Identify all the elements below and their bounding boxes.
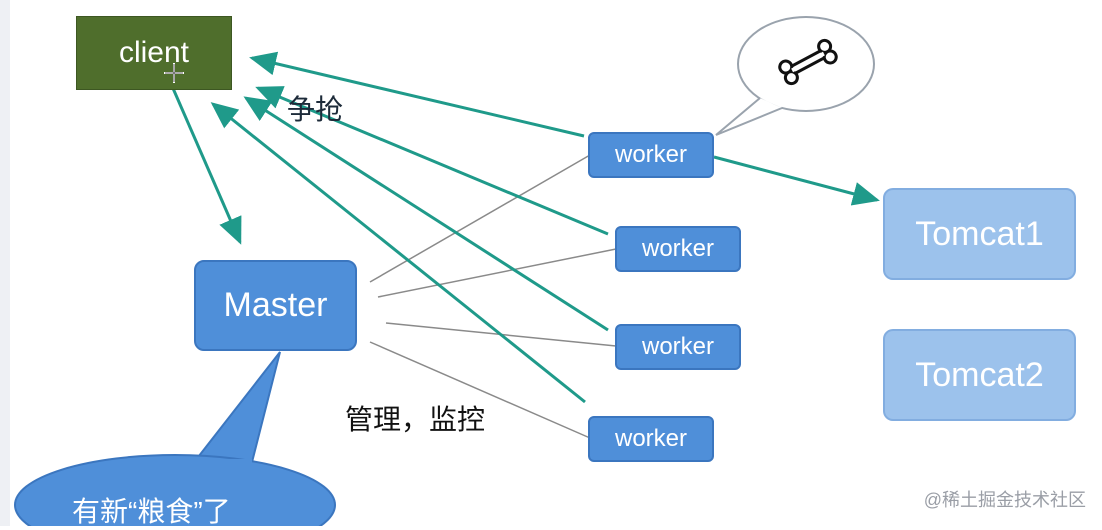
client-node: client [76,16,232,90]
worker-label: worker [641,235,714,262]
arrow-worker-2-to-client [255,86,609,236]
left-edge-strip [0,0,10,526]
arrow-worker-4-to-client [210,102,586,404]
manage-monitor-label: 管理，监控 [345,404,486,435]
worker-node-2: worker [615,226,741,272]
worker-label: worker [614,141,687,168]
master-label: Master [223,286,328,324]
arrow-client-to-master [170,85,242,245]
compete-arrows [170,51,880,404]
tomcat-label: Tomcat1 [915,214,1044,253]
worker-node-4: worker [588,416,714,462]
new-food-label: 有新“粮食”了 [72,496,231,527]
manage-line-worker-2 [377,248,617,298]
master-node: Master [194,260,357,351]
crosshair-cursor-icon [164,63,184,83]
bone-icon [778,38,838,86]
worker-node-1: worker [588,132,714,178]
tomcat-node-1: Tomcat1 [883,188,1076,280]
tomcat-node-2: Tomcat2 [883,329,1076,421]
worker-label: worker [641,333,714,360]
tomcat-label: Tomcat2 [915,355,1044,394]
worker-node-3: worker [615,324,741,370]
manage-line-worker-1 [369,154,591,283]
client-label: client [118,36,190,69]
new-food-speech-bubble [14,351,336,526]
manage-line-worker-4 [369,341,591,439]
watermark-text: @稀土掘金技术社区 [923,490,1086,510]
worker-label: worker [614,425,687,452]
arrow-worker-1-to-client [249,51,585,138]
arrow-worker-3-to-client [243,96,609,332]
arrow-worker-1-to-tomcat-1 [713,155,880,206]
compete-label: 争抢 [287,94,344,125]
